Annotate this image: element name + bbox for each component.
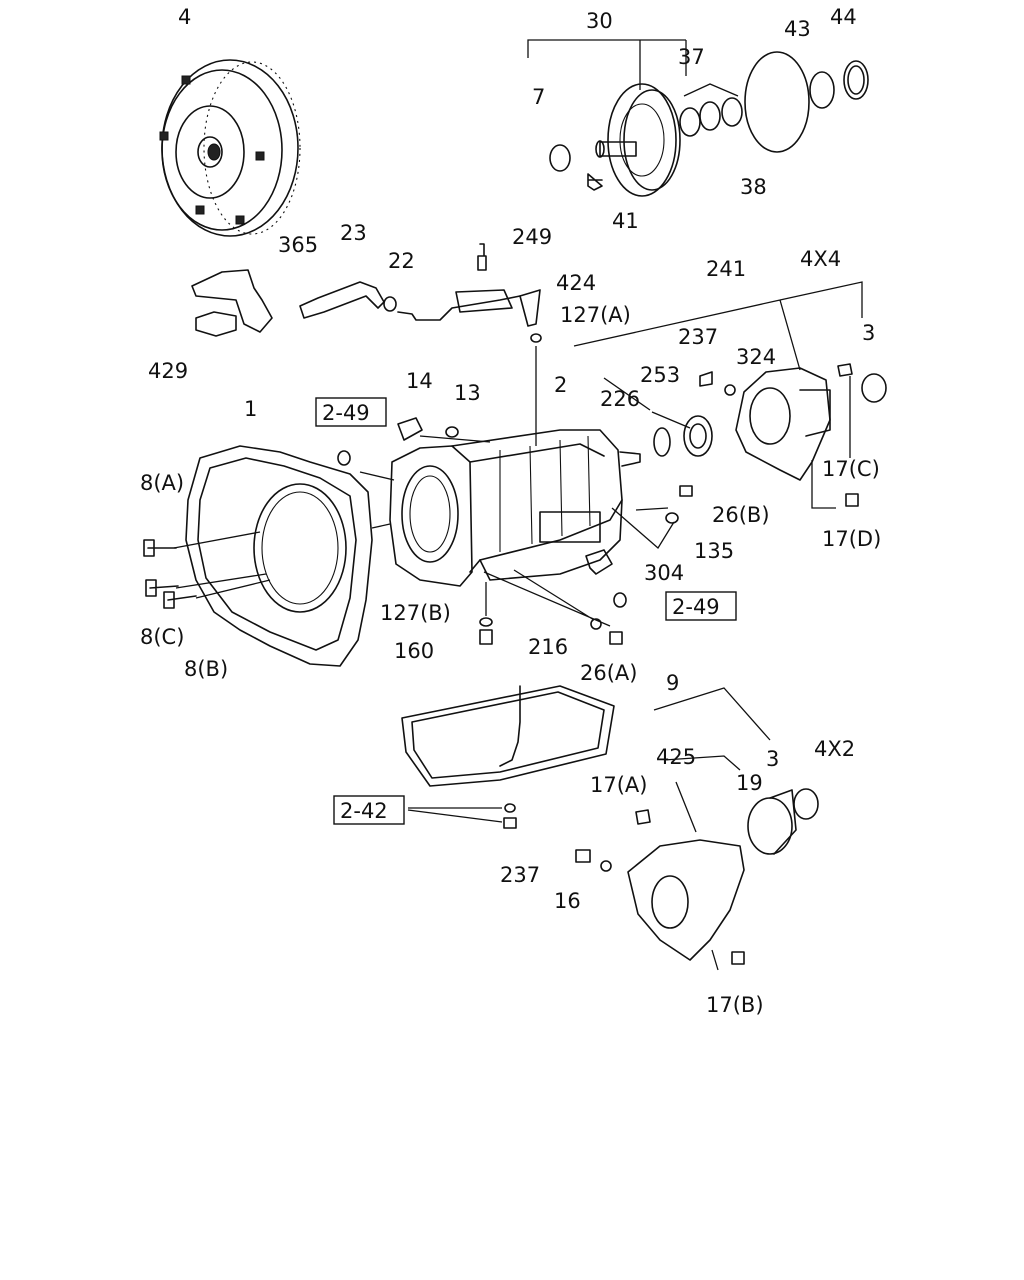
callout-26b: 26(B) (712, 503, 770, 527)
callout-160: 160 (394, 639, 434, 663)
callout-127a: 127(A) (560, 303, 631, 327)
callout-4x2: 4X2 (814, 737, 855, 761)
callout-17a: 17(A) (590, 773, 647, 797)
ref-2-49-top[interactable]: 2-49 (322, 401, 370, 425)
callout-8c: 8(C) (140, 625, 184, 649)
callout-26a: 26(A) (580, 661, 637, 685)
torque-converter (159, 59, 301, 237)
callout-14: 14 (406, 369, 433, 393)
callout-30: 30 (586, 9, 613, 33)
callout-3-bottom: 3 (766, 747, 779, 771)
callout-17d: 17(D) (822, 527, 881, 551)
callout-216: 216 (528, 635, 568, 659)
oil-pan (401, 685, 615, 829)
ref-2-42[interactable]: 2-42 (340, 799, 388, 823)
cooler-line-bracket (191, 243, 542, 343)
callout-22: 22 (388, 249, 415, 273)
callout-253: 253 (640, 363, 680, 387)
callout-135: 135 (694, 539, 734, 563)
callout-43: 43 (784, 17, 811, 41)
callout-241: 241 (706, 257, 746, 281)
callout-41: 41 (612, 209, 639, 233)
callout-1: 1 (244, 397, 257, 421)
callout-429: 429 (148, 359, 188, 383)
oil-pump-assembly (527, 39, 869, 197)
callout-424: 424 (556, 271, 596, 295)
transmission-case (337, 346, 693, 645)
callout-249: 249 (512, 225, 552, 249)
ref-box-2-42[interactable] (333, 795, 405, 825)
callout-237-top: 237 (678, 325, 718, 349)
callout-226: 226 (600, 387, 640, 411)
callout-304: 304 (644, 561, 684, 585)
callout-365: 365 (278, 233, 318, 257)
callout-237-bottom: 237 (500, 863, 540, 887)
callout-2: 2 (554, 373, 567, 397)
callout-13: 13 (454, 381, 481, 405)
callout-4x4: 4X4 (800, 247, 841, 271)
callout-38: 38 (740, 175, 767, 199)
callout-37: 37 (678, 45, 705, 69)
ref-box-2-49-bottom[interactable] (665, 591, 737, 621)
callout-23: 23 (340, 221, 367, 245)
callout-9: 9 (666, 671, 679, 695)
callout-127b: 127(B) (380, 601, 451, 625)
callout-44: 44 (830, 5, 857, 29)
callout-8a: 8(A) (140, 471, 184, 495)
callout-17b: 17(B) (706, 993, 764, 1017)
callout-7: 7 (532, 85, 545, 109)
callout-17c: 17(C) (822, 457, 880, 481)
callout-8b: 8(B) (184, 657, 228, 681)
callout-19: 19 (736, 771, 763, 795)
callout-324: 324 (736, 345, 776, 369)
extension-housing-4x2 (575, 687, 819, 971)
converter-housing (143, 445, 373, 667)
callout-16: 16 (554, 889, 581, 913)
ref-box-2-49-top[interactable] (315, 397, 387, 427)
callout-4: 4 (178, 5, 191, 29)
callout-3-top: 3 (862, 321, 875, 345)
ref-2-49-bottom[interactable]: 2-49 (672, 595, 720, 619)
extension-housing-4x4 (573, 281, 887, 509)
callout-425: 425 (656, 745, 696, 769)
